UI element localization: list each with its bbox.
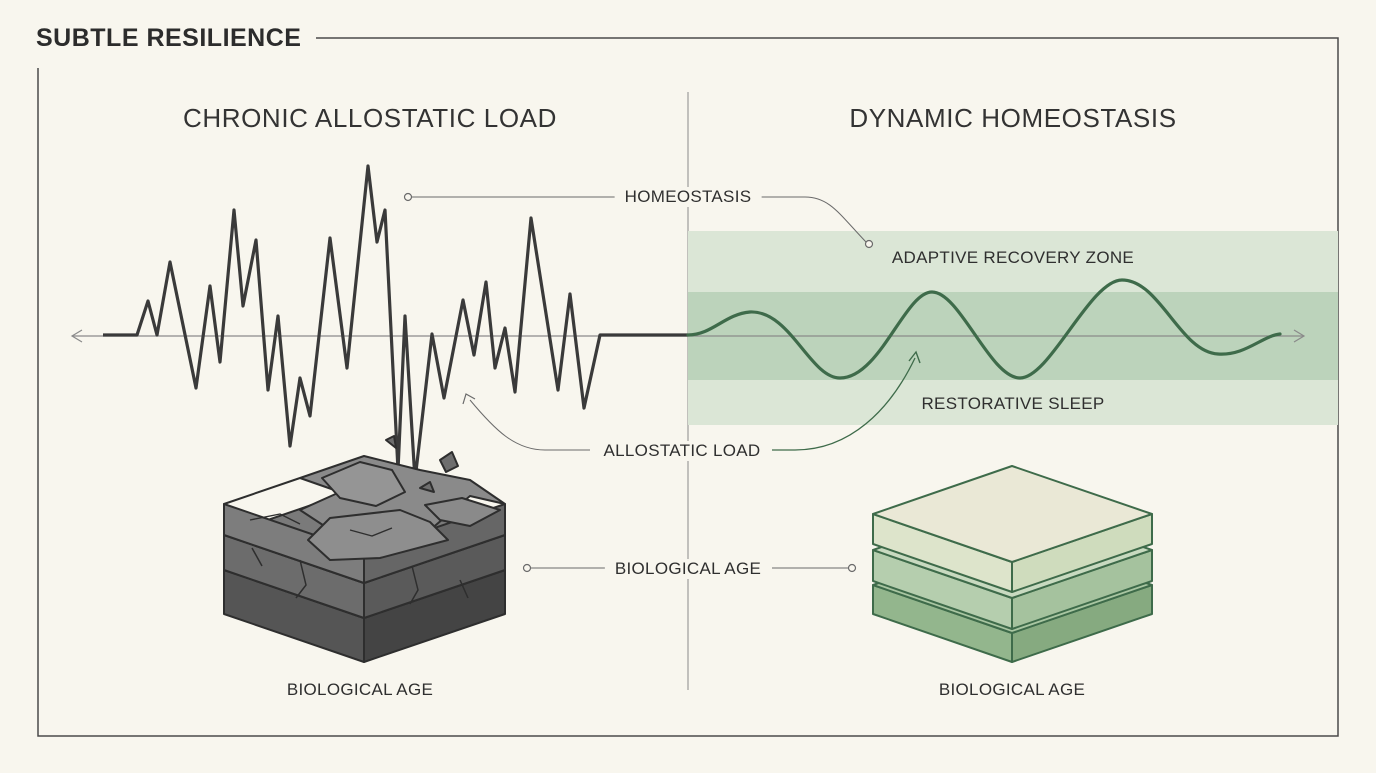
outer-frame bbox=[37, 37, 1339, 737]
layered-green-block-icon bbox=[872, 465, 1153, 663]
right-biological-age-label: BIOLOGICAL AGE bbox=[938, 680, 1086, 699]
leader-dot-homeostasis-right bbox=[864, 239, 874, 249]
restorative-sleep-label: RESTORATIVE SLEEP bbox=[921, 394, 1105, 413]
left-panel-title: CHRONIC ALLOSTATIC LOAD bbox=[182, 103, 558, 133]
left-biological-age-label: BIOLOGICAL AGE bbox=[286, 680, 434, 699]
right-panel-title: DYNAMIC HOMEOSTASIS bbox=[849, 103, 1177, 133]
axis-arrow-left bbox=[70, 329, 83, 343]
leader-dot-homeostasis-left bbox=[403, 192, 413, 202]
allostatic-load-label: ALLOSTATIC LOAD bbox=[593, 441, 771, 461]
homeostasis-label: HOMEOSTASIS bbox=[614, 187, 762, 207]
leader-allostatic-left bbox=[469, 399, 590, 451]
page-title: SUBTLE RESILIENCE bbox=[36, 24, 302, 52]
arrowhead-allostatic-right bbox=[908, 350, 921, 364]
adaptive-recovery-zone-label: ADAPTIVE RECOVERY ZONE bbox=[891, 248, 1135, 267]
biological-age-center-label: BIOLOGICAL AGE bbox=[604, 559, 772, 579]
leader-dot-age-left bbox=[522, 563, 532, 573]
leader-dot-age-right bbox=[847, 563, 857, 573]
leader-homeostasis-right bbox=[760, 196, 867, 243]
allostatic-load-signal bbox=[103, 164, 688, 482]
cracked-stone-block-icon bbox=[223, 435, 506, 663]
leader-allostatic-right bbox=[772, 357, 916, 451]
arrowhead-allostatic-left bbox=[462, 393, 476, 405]
homeostasis-wave bbox=[686, 278, 1282, 380]
axis-arrow-right bbox=[1293, 329, 1306, 343]
